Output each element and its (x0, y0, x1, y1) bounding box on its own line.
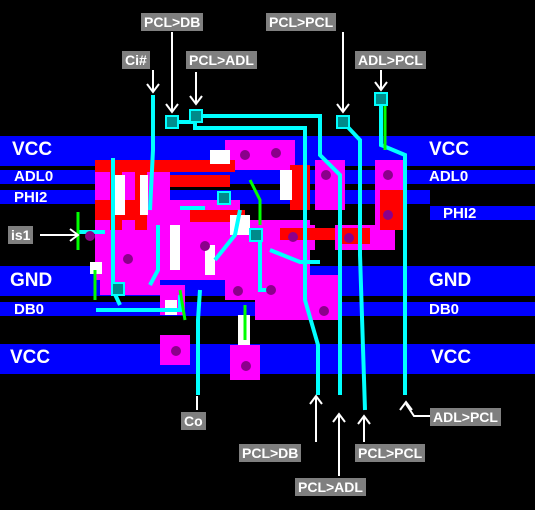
arrowhead (357, 414, 371, 425)
adl0-label-left: ADL0 (14, 168, 54, 185)
arrow-adl-pcl-bottom (405, 403, 432, 417)
metal-routes (78, 95, 407, 411)
poly-strip (95, 160, 235, 172)
contact (321, 170, 331, 180)
contact (383, 170, 393, 180)
contact (266, 285, 276, 295)
ci-n-label: Ci# (122, 51, 150, 69)
metal-link (213, 209, 242, 262)
diffusion-block (225, 140, 295, 170)
metal-link (148, 225, 160, 286)
via (111, 282, 125, 296)
arrowhead (69, 228, 80, 242)
overlap-mark (210, 150, 230, 164)
phi2-rail-right (430, 206, 535, 220)
pcl-adl-top-label: PCL>ADL (186, 51, 257, 69)
metal-link (269, 248, 320, 264)
contact (171, 346, 181, 356)
pcl-pcl-bottom-label: PCL>PCL (355, 444, 426, 462)
phi2-label-left: PHI2 (14, 189, 48, 206)
arrowhead (189, 95, 203, 106)
vcc-bottom-rail (0, 344, 535, 374)
contact (240, 150, 250, 160)
green-path (178, 289, 187, 321)
is1-label: is1 (8, 226, 34, 244)
db0-label-left: DB0 (14, 301, 45, 318)
contact (344, 233, 354, 243)
contact (200, 241, 210, 251)
overlap-mark (165, 300, 177, 315)
co-label: Co (181, 412, 206, 430)
pcl-adl-bottom-label: PCL>ADL (295, 478, 366, 496)
via (249, 228, 263, 242)
metal-vias (111, 92, 388, 296)
overlap-mark (280, 170, 292, 200)
vcc-bottom-label-right: VCC (431, 347, 472, 368)
contact (85, 231, 95, 241)
vcc-bottom-label-left: VCC (10, 347, 51, 368)
poly-strip (380, 190, 405, 230)
adl-pcl-bottom-label: ADL>PCL (430, 408, 501, 426)
pcl-db-bottom-label: PCL>DB (239, 444, 302, 462)
co-route (196, 289, 202, 395)
vcc-top-label-left: VCC (12, 139, 53, 160)
arrowhead (309, 394, 323, 405)
overlap-mark (170, 225, 180, 270)
gnd-label-right: GND (429, 270, 472, 291)
contacts (85, 148, 393, 371)
contact (233, 286, 243, 296)
contact (271, 148, 281, 158)
overlap-mark (205, 245, 215, 275)
db0-label-right: DB0 (429, 301, 460, 318)
pcl-adl-route (196, 114, 342, 395)
adl-pcl-route (379, 100, 407, 395)
contact (288, 232, 298, 242)
arrowhead (146, 83, 160, 94)
via (165, 115, 179, 129)
pcl-pcl-top-label: PCL>PCL (266, 13, 337, 31)
metal-link (96, 295, 182, 312)
vcc-top-label-right: VCC (429, 139, 470, 160)
arrowhead (336, 103, 350, 114)
via (374, 92, 388, 106)
pcl-db-top-label: PCL>DB (141, 13, 204, 31)
pcl-pcl-route (341, 120, 367, 411)
arrowhead (399, 400, 413, 411)
leader-arrows (40, 32, 432, 476)
arrowhead (165, 103, 179, 114)
poly-strip (170, 175, 230, 187)
gnd-label-left: GND (10, 270, 53, 291)
overlap-mark (140, 175, 148, 215)
overlap-mark (90, 262, 102, 274)
ci-n-route (148, 95, 155, 211)
contact (319, 306, 329, 316)
contact (123, 254, 133, 264)
via-paths (76, 105, 387, 340)
via (189, 109, 203, 123)
contact (383, 210, 393, 220)
green-path (248, 179, 262, 225)
phi2-label-right: PHI2 (443, 205, 477, 222)
contact (241, 361, 251, 371)
arrowhead (332, 412, 346, 423)
adl0-label-right: ADL0 (429, 168, 469, 185)
via (217, 191, 231, 205)
via (336, 115, 350, 129)
adl-pcl-top-label: ADL>PCL (355, 51, 426, 69)
arrowhead (374, 81, 388, 92)
overlap-mark (115, 175, 125, 215)
